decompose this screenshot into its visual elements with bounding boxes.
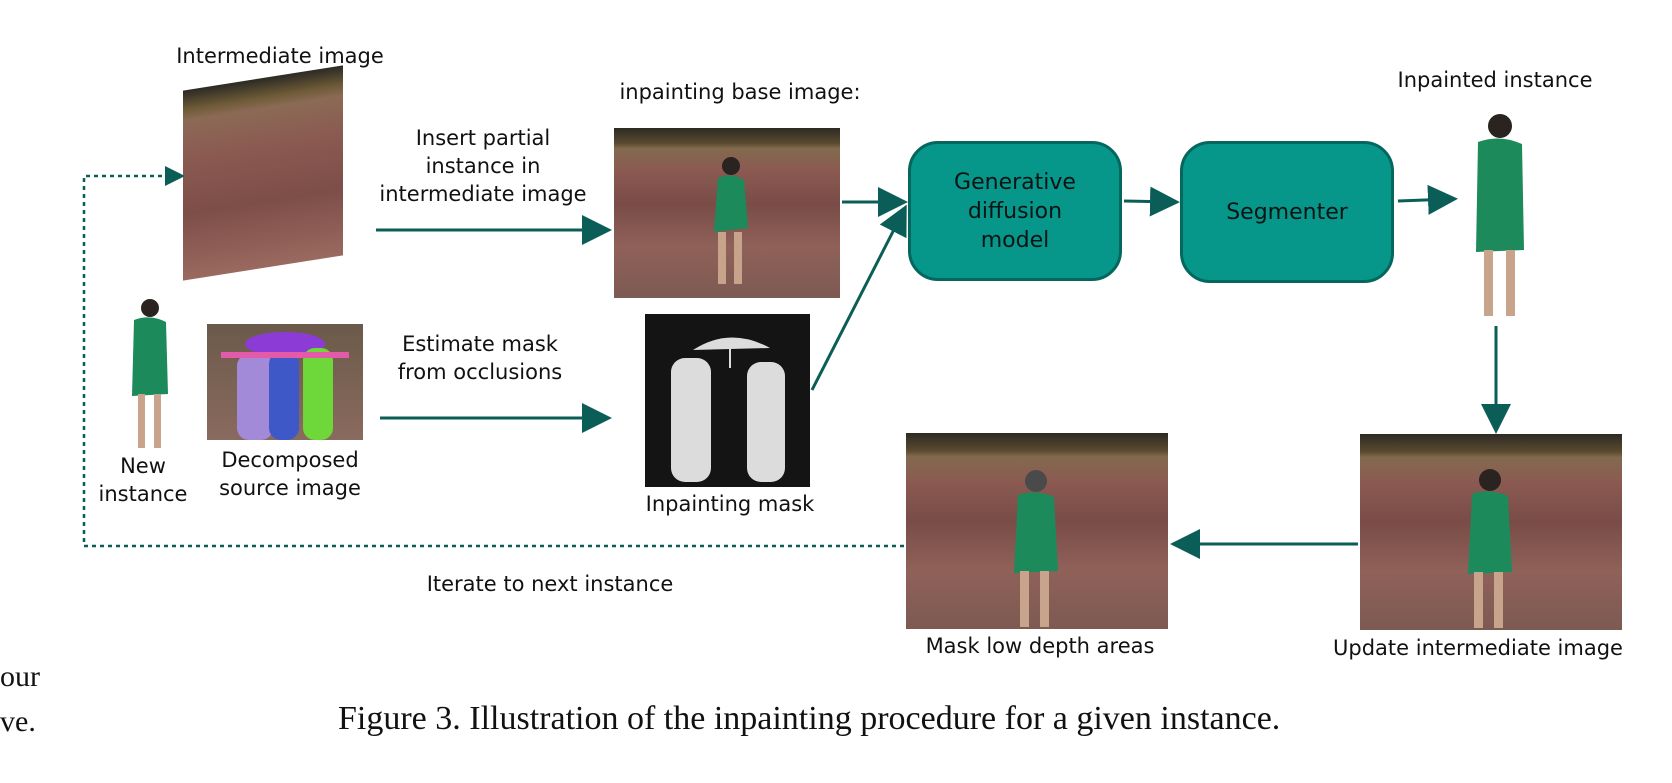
label-iterate-next: Iterate to next instance bbox=[426, 572, 674, 596]
edge-text-line-2: ve. bbox=[0, 705, 36, 738]
label-insert-partial: Insert partial instance in intermediate … bbox=[379, 126, 587, 206]
arrow-model-to-segmenter bbox=[1123, 186, 1180, 217]
label-update-intermediate: Update intermediate image bbox=[1333, 636, 1623, 660]
label-inpainted-instance: Inpainted instance bbox=[1397, 68, 1593, 92]
edge-text-line-1: our bbox=[0, 660, 40, 693]
segmenter-box: Segmenter bbox=[1180, 141, 1394, 283]
label-inpainting-mask: Inpainting mask bbox=[645, 492, 815, 516]
generative-diffusion-model-box: Generative diffusion model bbox=[908, 141, 1122, 281]
iterate-loop-dotted bbox=[82, 166, 904, 548]
inpainting-base-image bbox=[614, 128, 840, 298]
figure-caption: Figure 3. Illustration of the inpainting… bbox=[338, 700, 1281, 737]
label-estimate-mask: Estimate mask from occlusions bbox=[397, 332, 563, 384]
update-intermediate-image bbox=[1360, 434, 1622, 630]
label-intermediate-image: Intermediate image bbox=[176, 44, 384, 68]
inpainting-mask-image bbox=[645, 314, 810, 487]
decomposed-source-image bbox=[207, 324, 363, 440]
label-decomposed-source: Decomposed source image bbox=[219, 448, 361, 500]
inpainted-instance-figure bbox=[1460, 110, 1540, 318]
label-inpainting-base: inpainting base image: bbox=[619, 80, 861, 104]
base-image-person bbox=[714, 157, 748, 284]
arrow-segmenter-to-instance bbox=[1397, 184, 1458, 215]
mask-low-depth-image bbox=[906, 433, 1168, 629]
label-mask-low-depth: Mask low depth areas bbox=[925, 634, 1155, 658]
label-new-instance: New instance bbox=[98, 454, 188, 506]
arrow-mask-to-model bbox=[810, 204, 907, 391]
new-instance-figure bbox=[120, 296, 180, 452]
